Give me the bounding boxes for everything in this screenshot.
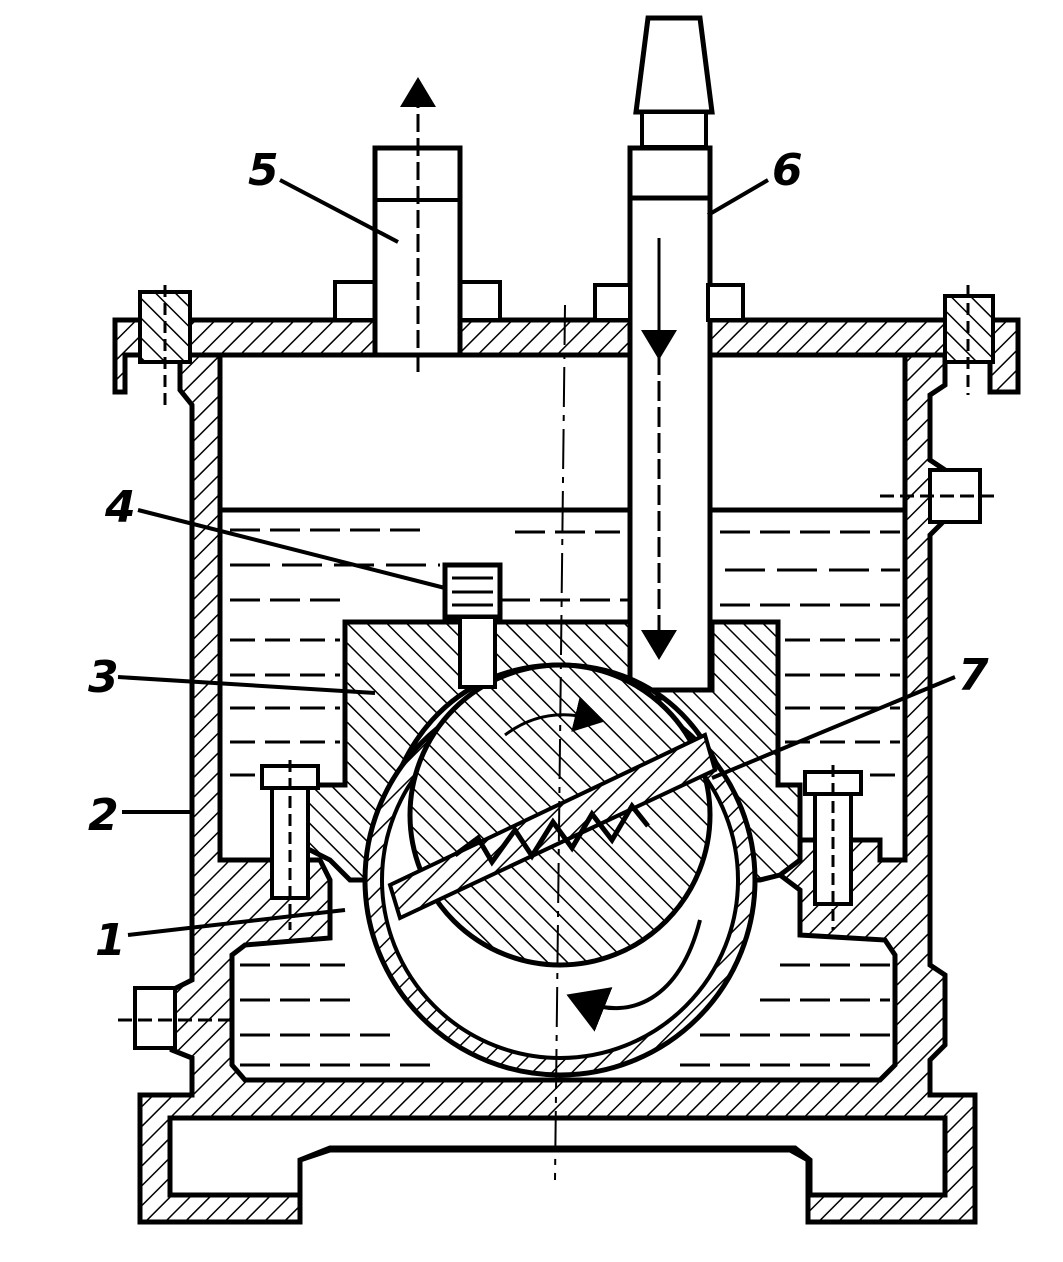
outlet-pipe	[333, 77, 502, 372]
liquid-level	[222, 507, 905, 1067]
callout-5: 5	[248, 145, 279, 196]
center-line	[554, 304, 566, 1181]
callout-3: 3	[88, 652, 119, 703]
callout-2: 2	[88, 790, 119, 841]
stator-bolts	[260, 760, 863, 930]
callout-4: 4	[104, 482, 136, 533]
leader-lines	[117, 178, 956, 937]
callout-1: 1	[95, 915, 126, 966]
check-valve	[442, 562, 503, 689]
inlet-pipe	[593, 15, 745, 701]
callouts: 1 2 3 4 5 6 7	[88, 145, 989, 966]
lid	[112, 285, 1021, 1050]
callout-7: 7	[958, 650, 989, 701]
callout-6: 6	[772, 145, 803, 196]
